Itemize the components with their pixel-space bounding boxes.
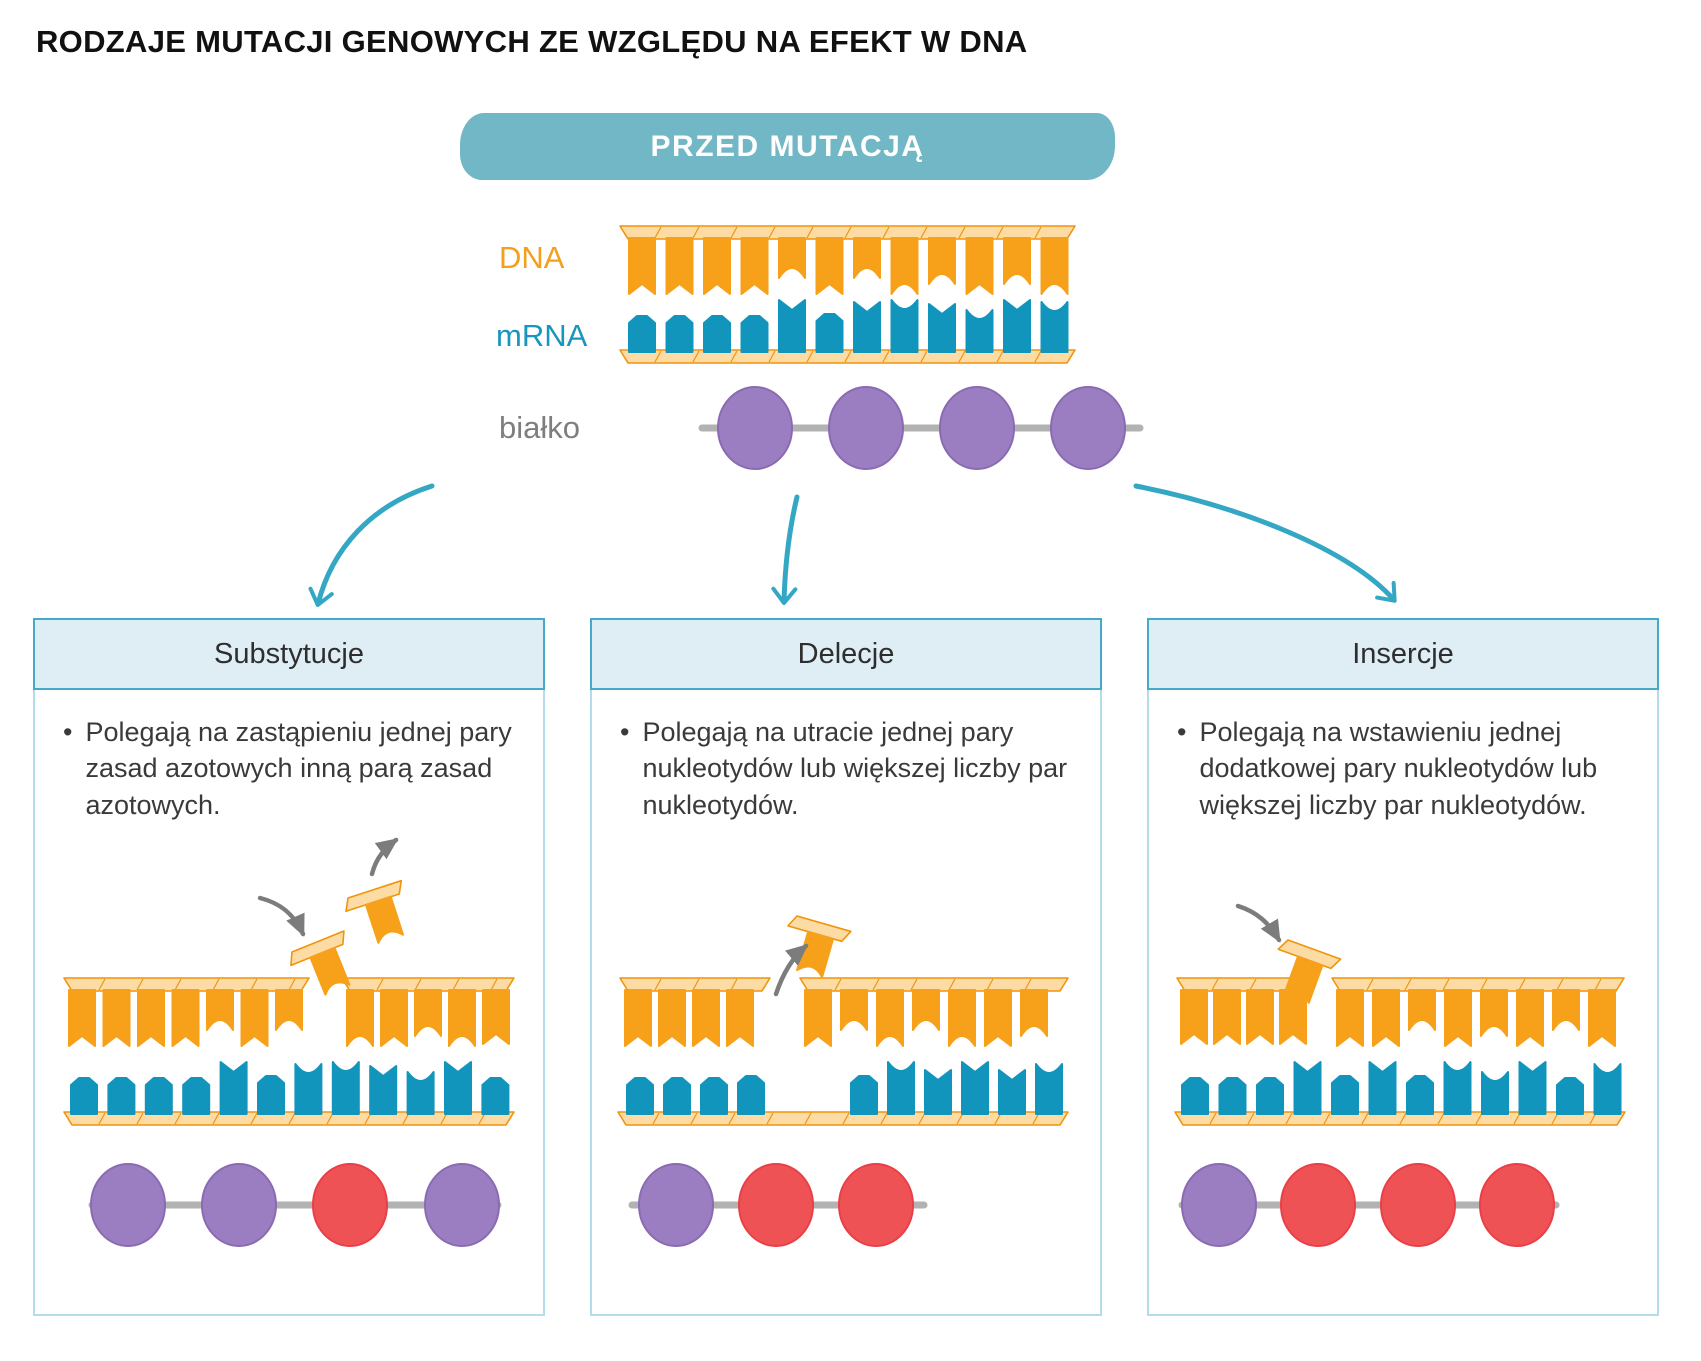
before-protein-chain	[698, 386, 1144, 470]
box-substitutions-text: Polegają na zastąpieniu jednej pary zasa…	[85, 717, 512, 820]
dna-label: DNA	[499, 240, 565, 275]
bullet-marker: •	[620, 717, 630, 747]
box-insertions-header: Insercje	[1147, 618, 1659, 690]
before-dna-strand	[619, 225, 1076, 295]
mrna-label: mRNA	[496, 318, 588, 353]
arrow-to-insertions	[1133, 483, 1397, 603]
bullet-marker: •	[63, 717, 73, 747]
box-insertions: Insercje • Polegają na wstawieniu jednej…	[1147, 618, 1659, 1316]
box-deletions: Delecje • Polegają na utracie jednej par…	[590, 618, 1102, 1316]
box-substitutions-header: Substytucje	[33, 618, 545, 690]
box-deletions-text: Polegają na utracie jednej pary nukleoty…	[642, 717, 1068, 820]
arrow-to-substitutions	[308, 483, 435, 607]
before-mutation-banner: PRZED MUTACJĄ	[460, 113, 1115, 180]
box-substitutions-title: Substytucje	[214, 637, 364, 670]
protein-label: białko	[499, 410, 580, 445]
box-insertions-description: • Polegają na wstawieniu jednej dodatkow…	[1149, 690, 1657, 823]
banner-label: PRZED MUTACJĄ	[650, 129, 925, 163]
box-substitutions: Substytucje • Polegają na zastąpieniu je…	[33, 618, 545, 1316]
before-mrna-strand	[619, 299, 1076, 364]
box-deletions-title: Delecje	[797, 637, 895, 670]
box-substitutions-description: • Polegają na zastąpieniu jednej pary za…	[35, 690, 543, 823]
arrow-to-deletions	[771, 494, 800, 605]
box-deletions-description: • Polegają na utracie jednej pary nukleo…	[592, 690, 1100, 823]
box-insertions-title: Insercje	[1352, 637, 1454, 670]
box-insertions-text: Polegają na wstawieniu jednej dodatkowej…	[1199, 717, 1598, 820]
page-title: RODZAJE MUTACJI GENOWYCH ZE WZGLĘDU NA E…	[36, 24, 1028, 59]
bullet-marker: •	[1177, 717, 1187, 747]
box-deletions-header: Delecje	[590, 618, 1102, 690]
